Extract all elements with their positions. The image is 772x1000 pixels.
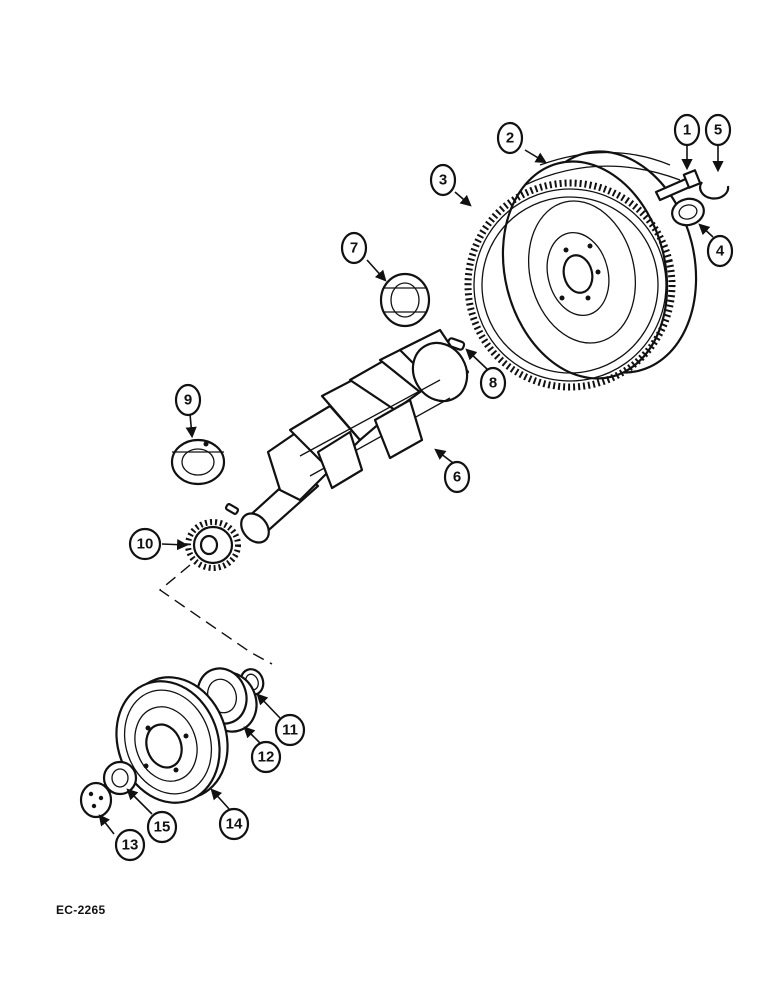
pulley-washer [79,781,113,819]
crankshaft [240,328,470,544]
callout-14: 14 [218,807,250,841]
callout-12: 12 [250,740,282,774]
ring-gear [464,179,676,391]
callout-9: 9 [174,383,202,417]
svg-text:6: 6 [453,469,461,486]
flywheel-bolt [654,169,702,202]
svg-text:9: 9 [184,392,192,409]
svg-text:12: 12 [258,749,275,766]
woodruff-key [224,503,240,515]
flywheel [501,150,698,380]
svg-text:11: 11 [282,722,298,739]
callout-13: 13 [114,828,146,862]
svg-text:13: 13 [122,837,139,854]
callout-15: 15 [146,810,178,844]
svg-text:7: 7 [350,240,358,257]
svg-text:10: 10 [137,536,154,553]
alignment-line [158,564,273,665]
svg-text:8: 8 [489,375,497,392]
drawing-code: EC-2265 [56,903,106,917]
svg-text:2: 2 [506,130,514,147]
circlip [699,181,730,200]
callout-6: 6 [443,460,471,494]
thrust-bearing-shell [170,438,226,486]
crankshaft-pulley [115,676,229,804]
callout-7: 7 [340,231,368,265]
leader-lines [98,144,724,835]
callout-3: 3 [429,163,457,197]
svg-text:14: 14 [226,816,243,833]
callout-8: 8 [479,366,507,400]
svg-text:3: 3 [439,172,447,189]
callout-11: 11 [274,713,306,747]
callout-1: 1 [673,113,701,147]
callout-2: 2 [496,121,524,155]
svg-text:5: 5 [714,122,722,139]
callout-4: 4 [706,234,734,268]
pilot-bushing [671,197,705,227]
svg-text:1: 1 [683,122,691,139]
callout-5: 5 [704,113,732,147]
crankshaft-gear [185,519,241,571]
svg-text:15: 15 [154,819,171,836]
retaining-ring [102,760,138,796]
callout-10: 10 [128,527,162,561]
svg-text:4: 4 [716,243,725,260]
main-bearing-shell [379,272,431,328]
